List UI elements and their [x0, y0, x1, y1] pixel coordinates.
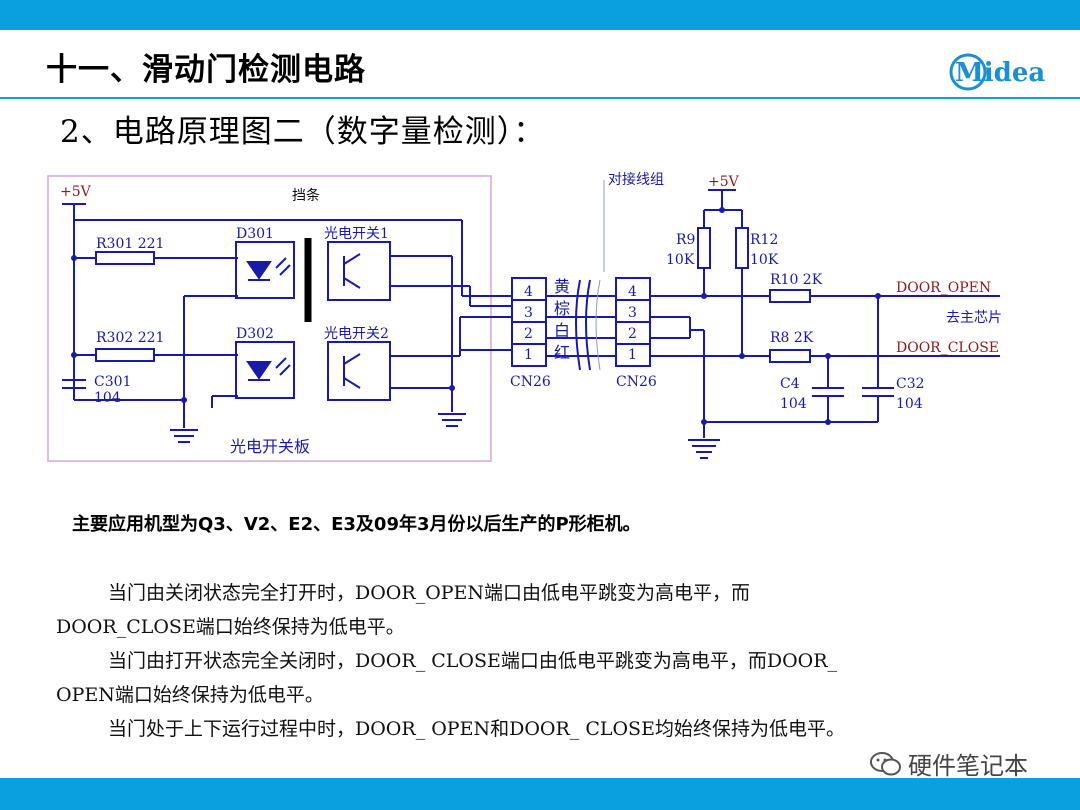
pin-3-right: 3	[628, 305, 637, 321]
wechat-icon	[870, 751, 901, 775]
r12-value: 10K	[750, 252, 779, 268]
to-chip-label: 去主芯片	[946, 310, 1002, 326]
watermark-text: 硬件笔记本	[908, 752, 1028, 780]
pin-2-right: 2	[628, 326, 637, 342]
paragraph-close-line2: OPEN端口始终保持为低电平。	[56, 684, 324, 706]
vcc-left-label: +5V	[60, 184, 92, 200]
page-subtitle: 2、电路原理图二（数字量检测）：	[60, 114, 546, 150]
r12-resistor	[735, 227, 749, 269]
d302-label: D302	[236, 326, 274, 342]
r9-value: 10K	[666, 252, 695, 268]
door-close-label: DOOR_CLOSE	[896, 340, 999, 356]
r301-resistor	[95, 251, 155, 265]
vcc-right-label: +5V	[708, 174, 740, 190]
r8-label: R8 2K	[770, 330, 814, 346]
circuit-diagram: +5V 挡条 R301 221 R302 221 D301 D302 光电开关1…	[47, 171, 1002, 462]
d301-led	[235, 241, 295, 299]
c301-value: 104	[94, 390, 121, 406]
d302-led	[235, 341, 295, 399]
logo-ring-icon	[949, 53, 987, 91]
paragraph-open-line1: 当门由关闭状态完全打开时，DOOR_OPEN端口由低电平跳变为高电平，而	[108, 582, 751, 604]
c32-value: 104	[896, 396, 923, 412]
wire-color-red: 红	[554, 343, 570, 362]
d301-label: D301	[236, 226, 274, 242]
watermark: 硬件笔记本	[870, 746, 1028, 781]
harness-label: 对接线组	[608, 171, 664, 188]
pin-1-right: 1	[628, 347, 637, 363]
switch1-label: 光电开关1	[324, 226, 389, 242]
c301-name: C301	[94, 374, 131, 390]
paragraph-open: 当门由关闭状态完全打开时，DOOR_OPEN端口由低电平跳变为高电平，而 DOO…	[56, 576, 996, 644]
wire-color-white: 白	[554, 321, 570, 340]
logo-wordmark: Midea	[955, 58, 1045, 88]
connector-right-label: CN26	[616, 374, 657, 390]
r10-label: R10 2K	[770, 272, 823, 288]
r8-resistor	[769, 349, 811, 363]
title-divider	[0, 97, 1080, 99]
page-title: 十一、滑动门检测电路	[46, 52, 366, 88]
connector-left-label: CN26	[510, 374, 551, 390]
top-accent-bar	[0, 0, 1080, 30]
r302-label: R302 221	[96, 330, 164, 346]
paragraph-open-line2: DOOR_CLOSE端口始终保持为低电平。	[56, 616, 405, 638]
r301-label: R301 221	[96, 236, 164, 252]
pin-4-right: 4	[628, 284, 637, 300]
phototransistor-2	[327, 341, 391, 401]
r302-resistor	[95, 348, 155, 362]
wire-color-brown: 棕	[554, 299, 570, 318]
c32-name: C32	[896, 376, 925, 392]
wire-color-yellow: 黄	[554, 277, 570, 296]
r10-resistor	[769, 289, 811, 303]
c4-value: 104	[780, 396, 807, 412]
bottom-accent-bar	[0, 778, 1080, 810]
board-label: 光电开关板	[230, 437, 310, 456]
r9-resistor	[697, 227, 711, 269]
paragraph-moving-line1: 当门处于上下运行过程中时，DOOR_ OPEN和DOOR_ CLOSE均始终保持…	[108, 718, 845, 740]
r12-name: R12	[750, 232, 778, 248]
sensor-board-outline	[47, 175, 492, 462]
paragraph-close: 当门由打开状态完全关闭时，DOOR_ CLOSE端口由低电平跳变为高电平，而DO…	[56, 644, 996, 712]
pin-3-left: 3	[524, 305, 533, 321]
pin-4-left: 4	[524, 284, 533, 300]
pin-1-left: 1	[524, 347, 533, 363]
baffle-label: 挡条	[292, 187, 320, 204]
switch2-label: 光电开关2	[324, 326, 389, 342]
c4-name: C4	[780, 376, 800, 392]
paragraph-close-line1: 当门由打开状态完全关闭时，DOOR_ CLOSE端口由低电平跳变为高电平，而DO…	[108, 650, 838, 672]
door-open-label: DOOR_OPEN	[896, 280, 991, 296]
phototransistor-1	[327, 241, 391, 301]
paragraph-moving: 当门处于上下运行过程中时，DOOR_ OPEN和DOOR_ CLOSE均始终保持…	[56, 712, 996, 746]
applicable-models-note: 主要应用机型为Q3、V2、E2、E3及09年3月份以后生产的P形柜机。	[72, 514, 641, 535]
pin-2-left: 2	[524, 326, 533, 342]
r9-name: R9	[676, 232, 695, 248]
midea-logo: Midea	[949, 53, 1045, 91]
